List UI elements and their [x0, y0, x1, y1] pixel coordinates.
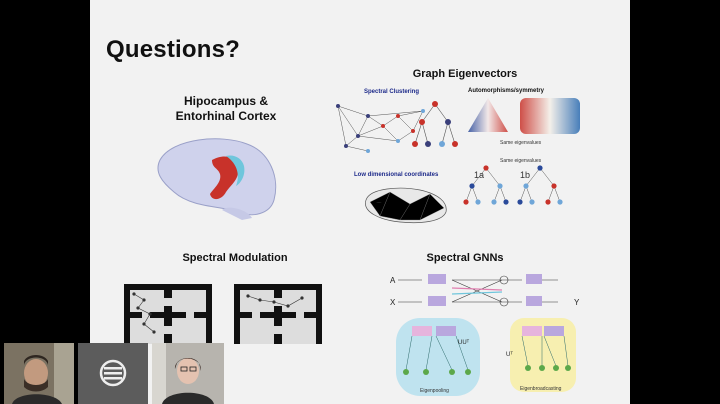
low-dim-coordinates-label: Low dimensional coordinates — [354, 172, 439, 178]
gnns-heading: Spectral GNNs — [426, 252, 504, 264]
low-dim-mesh — [365, 187, 447, 224]
same-eigenvalues-label-2: Same eigenvalues — [500, 158, 542, 164]
eigenvectors-heading: Graph Eigenvectors — [412, 68, 518, 80]
gnn-uut-label: UUᵀ — [458, 340, 470, 346]
label-1a: 1a — [474, 170, 485, 180]
eigenvector-trees — [463, 165, 563, 205]
hippocampus-heading: Hipocampus & Entorhinal Cortex — [146, 94, 306, 124]
participant-tile-1[interactable] — [4, 343, 74, 404]
gnn-output-y: Y — [574, 298, 580, 307]
eigenbroadcasting-label: Eigenbroadcasting — [520, 386, 562, 392]
automorphisms-label: Automorphisms/symmetry — [468, 88, 545, 94]
participant-2-placeholder — [78, 343, 148, 404]
spectral-clustering-graph — [336, 104, 425, 153]
participant-video-strip — [0, 343, 230, 404]
spectral-clustering-label: Spectral Clustering — [364, 89, 420, 95]
hippocampus-heading-line2: Entorhinal Cortex — [175, 109, 277, 123]
hippocampus-heading-line1: Hipocampus & — [183, 94, 268, 108]
participant-1-video — [4, 343, 74, 404]
participant-tile-2[interactable] — [78, 343, 148, 404]
same-eigenvalues-label-1: Same eigenvalues — [500, 140, 542, 146]
participant-3-video — [152, 343, 224, 404]
gnn-input-x: X — [390, 298, 396, 307]
broadcast-icon — [99, 359, 127, 387]
eigenpooling-label: Eigenpooling — [420, 388, 449, 394]
label-1b: 1b — [520, 170, 531, 180]
modulation-heading: Spectral Modulation — [182, 252, 288, 264]
presentation-slide: Questions? Hipocampus & Entorhinal Corte… — [90, 0, 630, 404]
brain-illustration — [157, 138, 277, 220]
clustering-tree — [412, 101, 458, 147]
maze-environment-2 — [234, 284, 322, 344]
symmetry-hex-lattice — [520, 98, 580, 134]
slide-title: Questions? — [106, 36, 241, 63]
spectral-gnn-diagram — [396, 274, 576, 396]
maze-environment-1 — [124, 284, 212, 344]
gnn-ut-label: Uᵀ — [506, 352, 513, 358]
participant-tile-3[interactable] — [152, 343, 224, 404]
symmetry-triangle-graph — [468, 98, 508, 132]
gnn-input-a: A — [390, 276, 396, 285]
